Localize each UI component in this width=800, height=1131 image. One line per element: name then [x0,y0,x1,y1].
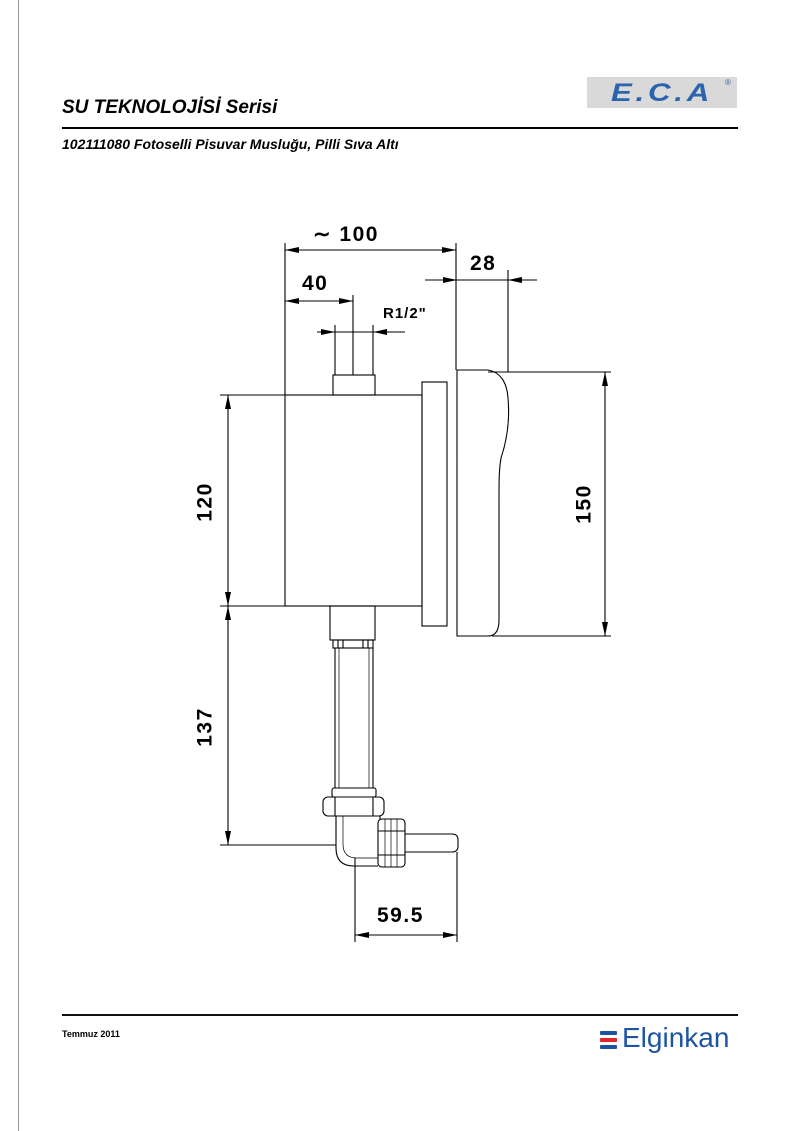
dim-label-thread-size: R1/2" [383,305,427,322]
dim-label-outlet-drop: 137 [194,707,217,747]
outlet-tube [405,833,459,853]
outlet-pipe-assembly [322,605,459,868]
side-nut [377,818,406,868]
company-name: Elginkan [622,1022,730,1053]
series-title: SU TEKNOLOJİSİ Serisi [62,97,277,119]
dim-label-body-height: 120 [194,482,217,522]
elginkan-logo: Elginkan [600,1022,740,1056]
registered-mark: ® [725,78,731,87]
series-suffix: Serisi [225,97,278,118]
cover-plate [456,369,510,637]
dim-label-pipe-offset: 40 [302,272,328,295]
pipe-nut [322,796,385,817]
dimension-lines [225,247,608,938]
stripes-icon [600,1031,618,1051]
dim-label-overall-width: ∼ 100 [313,223,379,246]
dim-label-cover-depth: 28 [470,252,496,275]
mounting-flange [421,381,448,627]
dim-label-outlet-reach: 59.5 [377,904,424,927]
valve-body [284,394,423,607]
eca-logo: E.C.A ® [587,77,737,108]
bottom-connector [329,605,376,641]
product-title: 102111080 Fotoselli Pisuvar Musluğu, Pil… [62,136,399,152]
top-inlet-connector [332,374,376,396]
header-divider [62,127,738,129]
dim-label-cover-height: 150 [573,484,596,524]
thread-section [332,639,374,649]
elbow-body [335,816,378,867]
footer-date: Temmuz 2011 [62,1029,120,1039]
pipe-collar [331,787,377,798]
eca-logo-text: E.C.A [610,79,714,107]
series-name: SU TEKNOLOJİSİ [62,97,221,118]
extension-lines [220,243,611,942]
footer-divider [62,1014,738,1016]
page-left-border [18,0,19,1131]
